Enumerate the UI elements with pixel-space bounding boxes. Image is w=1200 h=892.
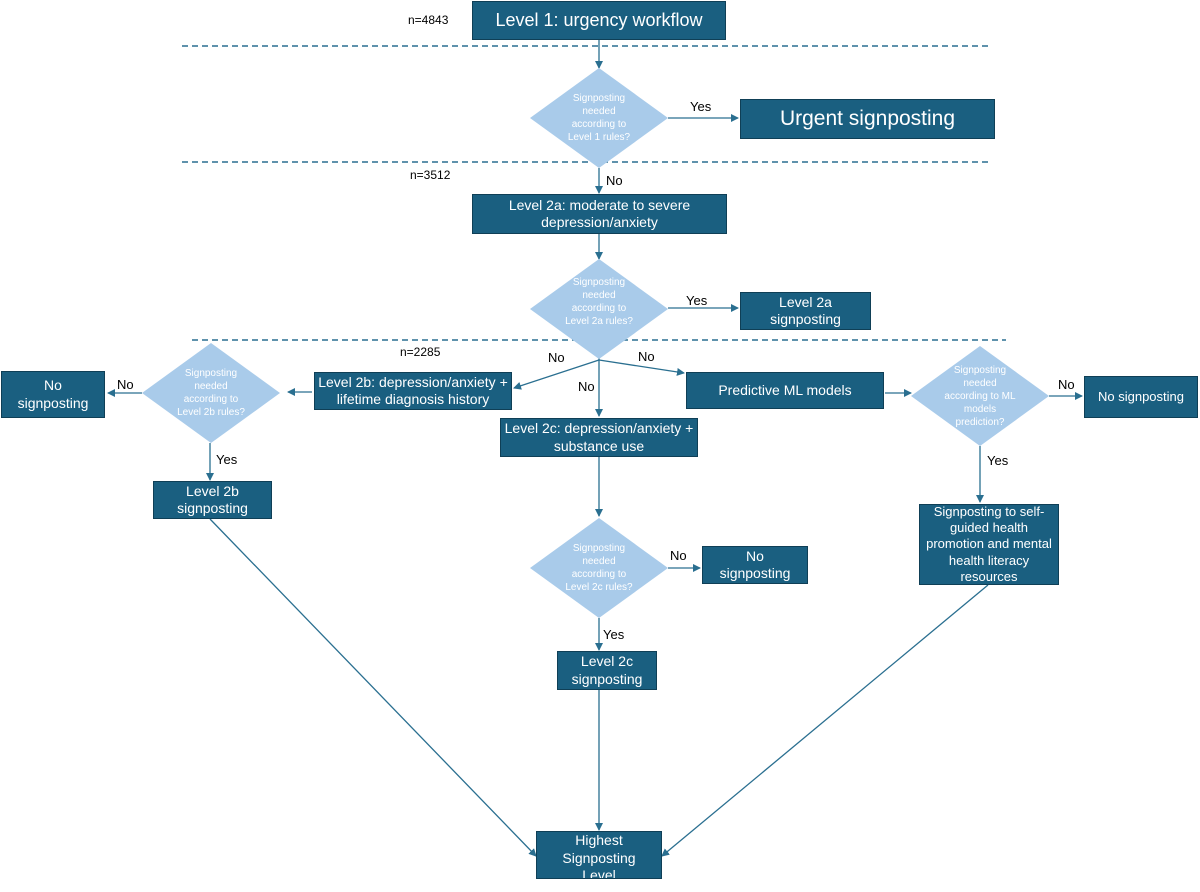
self-guided-signposting-label: Signposting to self-guided health promot… [926, 503, 1052, 584]
no-signposting-left-box: No signposting [1, 371, 105, 418]
level1-label: Level 1: urgency workflow [495, 10, 703, 31]
decision-level2a: Signposting needed according to Level 2a… [530, 259, 668, 359]
no-signposting-right-label: No signposting [1098, 388, 1184, 404]
edge-label-to-ml-no: No [638, 349, 655, 364]
level2b-label: Level 2b: depression/anxiety + lifetime … [318, 373, 508, 408]
ml-models-box: Predictive ML models [686, 372, 884, 409]
level2c-signposting-box: Level 2c signposting [557, 651, 657, 690]
count-level2a: n=3512 [410, 168, 451, 182]
decision-level1-shape [530, 68, 668, 168]
edge-label-d2b-no: No [117, 377, 134, 392]
decision-level2b-shape [142, 343, 280, 443]
level2c-signposting-label: Level 2c signposting [571, 653, 643, 687]
decision-level2b-label: Signposting needed according to Level 2b… [177, 368, 245, 418]
decision-level2c: Signposting needed according to Level 2c… [530, 518, 668, 618]
highest-signposting-level-label: Highest Signposting Level [562, 832, 636, 879]
dashed-separators [182, 45, 1006, 341]
edge-label-d1-yes: Yes [690, 99, 712, 114]
edge-label-d2b-yes: Yes [216, 452, 238, 467]
edge-label-d1-no: No [606, 173, 623, 188]
edge-label-to-level2b-no: No [548, 350, 565, 365]
level1-box: Level 1: urgency workflow [472, 1, 726, 40]
count-level2bc: n=2285 [400, 345, 441, 359]
level2c-box: Level 2c: depression/anxiety + substance… [500, 418, 698, 457]
level2b-signposting-label: Level 2b signposting [177, 482, 248, 517]
decision-level1-label: Signposting needed according to Level 1 … [567, 93, 631, 143]
arrow-self-guided-to-highest [661, 584, 989, 857]
level2b-signposting-box: Level 2b signposting [153, 481, 272, 519]
level2a-signposting-box: Level 2a signposting [740, 292, 871, 330]
decision-level2b: Signposting needed according to Level 2b… [142, 343, 280, 443]
edge-label-dml-yes: Yes [987, 453, 1009, 468]
level2a-signposting-label: Level 2a signposting [770, 293, 841, 328]
arrows [107, 40, 1083, 857]
level2a-box: Level 2a: moderate to severe depression/… [472, 194, 727, 234]
edge-label-d2c-yes: Yes [603, 627, 625, 642]
no-signposting-mid-box: No signposting [702, 546, 808, 584]
decision-ml-label: Signposting needed according to ML model… [944, 364, 1016, 428]
self-guided-signposting-box: Signposting to self-guided health promot… [919, 504, 1059, 585]
urgent-signposting-box: Urgent signposting [740, 99, 995, 139]
decision-level1: Signposting needed according to Level 1 … [530, 68, 668, 168]
level2c-label: Level 2c: depression/anxiety + substance… [504, 420, 694, 454]
edge-label-d2a-yes: Yes [686, 293, 708, 308]
decision-ml-shape [911, 346, 1049, 446]
ml-models-label: Predictive ML models [718, 381, 852, 398]
level2b-box: Level 2b: depression/anxiety + lifetime … [314, 372, 512, 410]
highest-signposting-level-box: Highest Signposting Level [536, 831, 662, 879]
edge-label-d2c-no: No [670, 548, 687, 563]
arrow-d2a-to-ml [598, 359, 685, 376]
arrow-d2a-to-level2b [513, 359, 600, 390]
no-signposting-right-box: No signposting [1084, 376, 1198, 418]
edge-label-to-level2c-no: No [578, 379, 595, 394]
edge-label-dml-no: No [1058, 377, 1075, 392]
no-signposting-mid-label: No signposting [719, 547, 791, 582]
decision-level2c-label: Signposting needed according to Level 2c… [565, 543, 633, 593]
count-level1: n=4843 [408, 13, 449, 27]
decision-level2a-label: Signposting needed according to Level 2a… [565, 277, 633, 327]
decision-level2c-shape [530, 518, 668, 618]
arrow-level2b-sign-to-highest [209, 518, 537, 857]
decision-ml: Signposting needed according to ML model… [911, 346, 1049, 446]
urgent-signposting-label: Urgent signposting [779, 106, 956, 130]
no-signposting-left-label: No signposting [17, 377, 89, 411]
level2a-label: Level 2a: moderate to severe depression/… [508, 196, 691, 231]
decision-level2a-shape [530, 259, 668, 359]
